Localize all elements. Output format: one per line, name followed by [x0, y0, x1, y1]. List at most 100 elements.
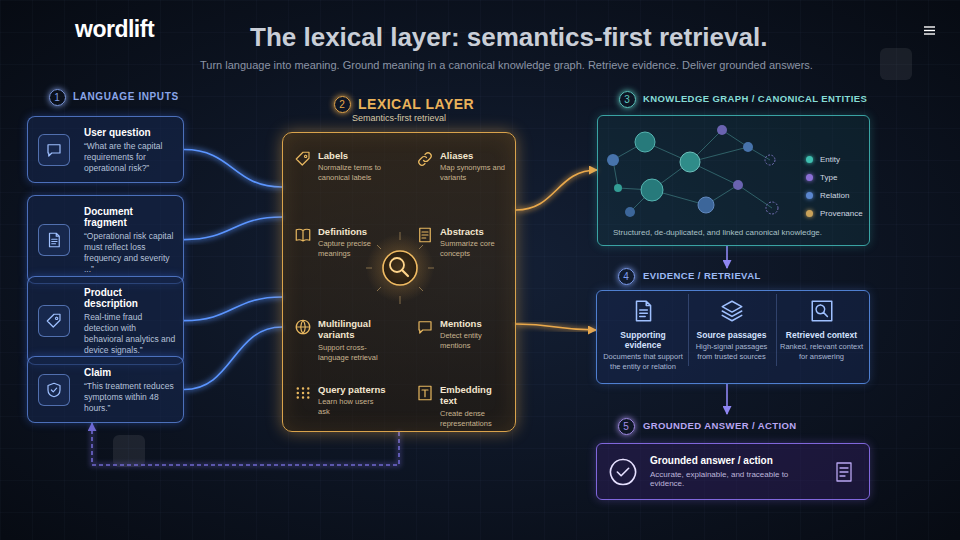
- icon-stroke: [637, 301, 651, 321]
- lexical-feature: AbstractsSummarize core concepts: [416, 226, 508, 259]
- input-box: Product descriptionReal-time fraud detec…: [27, 276, 184, 365]
- lexical-feature: Multilingual variantsSupport cross-langu…: [294, 318, 386, 362]
- icon-stroke: [419, 322, 431, 333]
- icon-stroke: [47, 314, 60, 327]
- icon-book: [294, 226, 312, 244]
- icon-doc: [45, 231, 63, 249]
- lexical-panel-fill: [282, 132, 516, 432]
- feature-title: Multilingual variants: [318, 318, 386, 341]
- legend-row: Relation: [806, 186, 863, 204]
- evidence-item: Retrieved contextRanked, relevant contex…: [776, 294, 866, 366]
- connector-glow: [725, 246, 730, 268]
- item-body: Documents that support the entity or rel…: [603, 352, 683, 372]
- diagram-title: The lexical layer: semantics-first retri…: [250, 22, 767, 53]
- panel-caption: Structured, de-duplicated, and linked ca…: [613, 228, 822, 237]
- icon-stroke: [722, 301, 742, 321]
- icon-search: [809, 298, 835, 324]
- connector-glow: [184, 150, 282, 187]
- box-body: “Operational risk capital must reflect l…: [84, 231, 177, 275]
- box-title: User question: [84, 127, 177, 138]
- box-body: “This treatment reduces symptoms within …: [84, 381, 177, 414]
- lexical-feature: Query patternsLearn how users ask: [294, 384, 386, 417]
- feedback-arrow: [92, 423, 399, 465]
- brand-logo: wordlift: [75, 16, 154, 43]
- feature-body: Detect entity mentions: [440, 331, 508, 351]
- answer-body: Accurate, explainable, and traceable to …: [650, 470, 820, 488]
- icon-tag: [294, 150, 312, 168]
- connector-glow: [725, 384, 730, 414]
- icon-stroke: [50, 233, 60, 247]
- connector-glow: [184, 327, 282, 390]
- legend-swatch: [806, 192, 813, 199]
- icon-tag: [45, 312, 63, 330]
- connector-glow: [516, 324, 596, 330]
- flow-connector: [516, 170, 597, 210]
- input-box: Document fragment “Operational risk capit…: [27, 195, 184, 284]
- feature-body: Map synonyms and variants: [440, 163, 508, 183]
- box-title: Document fragment: [84, 206, 177, 228]
- icon-stroke: [48, 144, 60, 155]
- icon-stroke: [296, 320, 310, 334]
- feature-title: Embedding text: [440, 384, 508, 407]
- section-heading: LANGUAGE INPUTS: [73, 91, 179, 102]
- legend-text: Type: [820, 173, 837, 182]
- lexical-feature: LabelsNormalize terms to canonical label…: [294, 150, 386, 183]
- legend-text: Entity: [820, 155, 840, 164]
- flow-connector: [184, 150, 282, 187]
- panel-heading: EVIDENCE / RETRIEVAL: [643, 270, 761, 281]
- callout-number: 2: [334, 96, 351, 113]
- feature-title: Abstracts: [440, 226, 508, 237]
- connector-glow: [184, 297, 282, 321]
- box-title: Claim: [84, 367, 177, 378]
- connector-glow: [516, 170, 597, 210]
- feature-title: Labels: [318, 150, 386, 161]
- input-box: User question “What are the capital requi…: [27, 116, 184, 183]
- feature-body: Support cross-language retrieval: [318, 343, 386, 363]
- input-box: Claim “This treatment reduces symptoms wi…: [27, 356, 184, 423]
- flow-connector: [726, 384, 728, 414]
- lexical-layer-panel: LEXICAL LAYERSemantics-first retrievalLa…: [282, 92, 516, 432]
- icon-frame: [38, 374, 70, 406]
- icon-globe: [294, 318, 312, 336]
- legend-swatch: [806, 174, 813, 181]
- icon-doc: [630, 298, 656, 324]
- legend-row: Provenance: [806, 204, 863, 222]
- icon-layers: [719, 298, 745, 324]
- item-title: Retrieved context: [780, 330, 863, 340]
- icon-tee: [416, 384, 434, 402]
- callout-number: 3: [619, 91, 636, 108]
- flow-connector: [726, 246, 728, 268]
- magnifier-illustration: [366, 232, 434, 304]
- flow-connector: [184, 217, 282, 240]
- icon-stroke: [611, 460, 636, 485]
- icon-stroke: [837, 463, 851, 481]
- legend-row: Entity: [806, 150, 863, 168]
- item-title: Supporting evidence: [603, 330, 683, 350]
- item-title: Source passages: [692, 330, 771, 340]
- box-body: “What are the capital requirements for o…: [84, 141, 177, 174]
- answer-title: Grounded answer / action: [650, 455, 820, 466]
- panel-subtitle: Semantics-first retrieval: [282, 113, 516, 123]
- icon-check: [608, 457, 638, 487]
- menu-icon: [924, 27, 935, 34]
- feature-body: Create dense representations: [440, 409, 508, 429]
- callout-number: 5: [618, 418, 635, 435]
- feature-body: Capture precise meanings: [318, 239, 386, 259]
- icon-stroke: [420, 228, 431, 242]
- decor-squares: [113, 48, 912, 467]
- connector-glow: [92, 423, 399, 465]
- icon-frame: [38, 224, 70, 256]
- legend: EntityTypeRelationProvenance: [806, 150, 863, 222]
- icon-stroke: [48, 383, 60, 397]
- legend-text: Provenance: [820, 209, 863, 218]
- lexical-feature: Embedding textCreate dense representatio…: [416, 384, 508, 428]
- icon-stroke: [296, 152, 309, 165]
- box-body: Real-time fraud detection with behaviora…: [84, 312, 177, 356]
- flow-connector: [184, 327, 282, 390]
- diagram-subtitle: Turn language into meaning. Ground meani…: [200, 59, 813, 71]
- icon-stroke: [298, 389, 309, 398]
- icon-frame: [38, 134, 70, 166]
